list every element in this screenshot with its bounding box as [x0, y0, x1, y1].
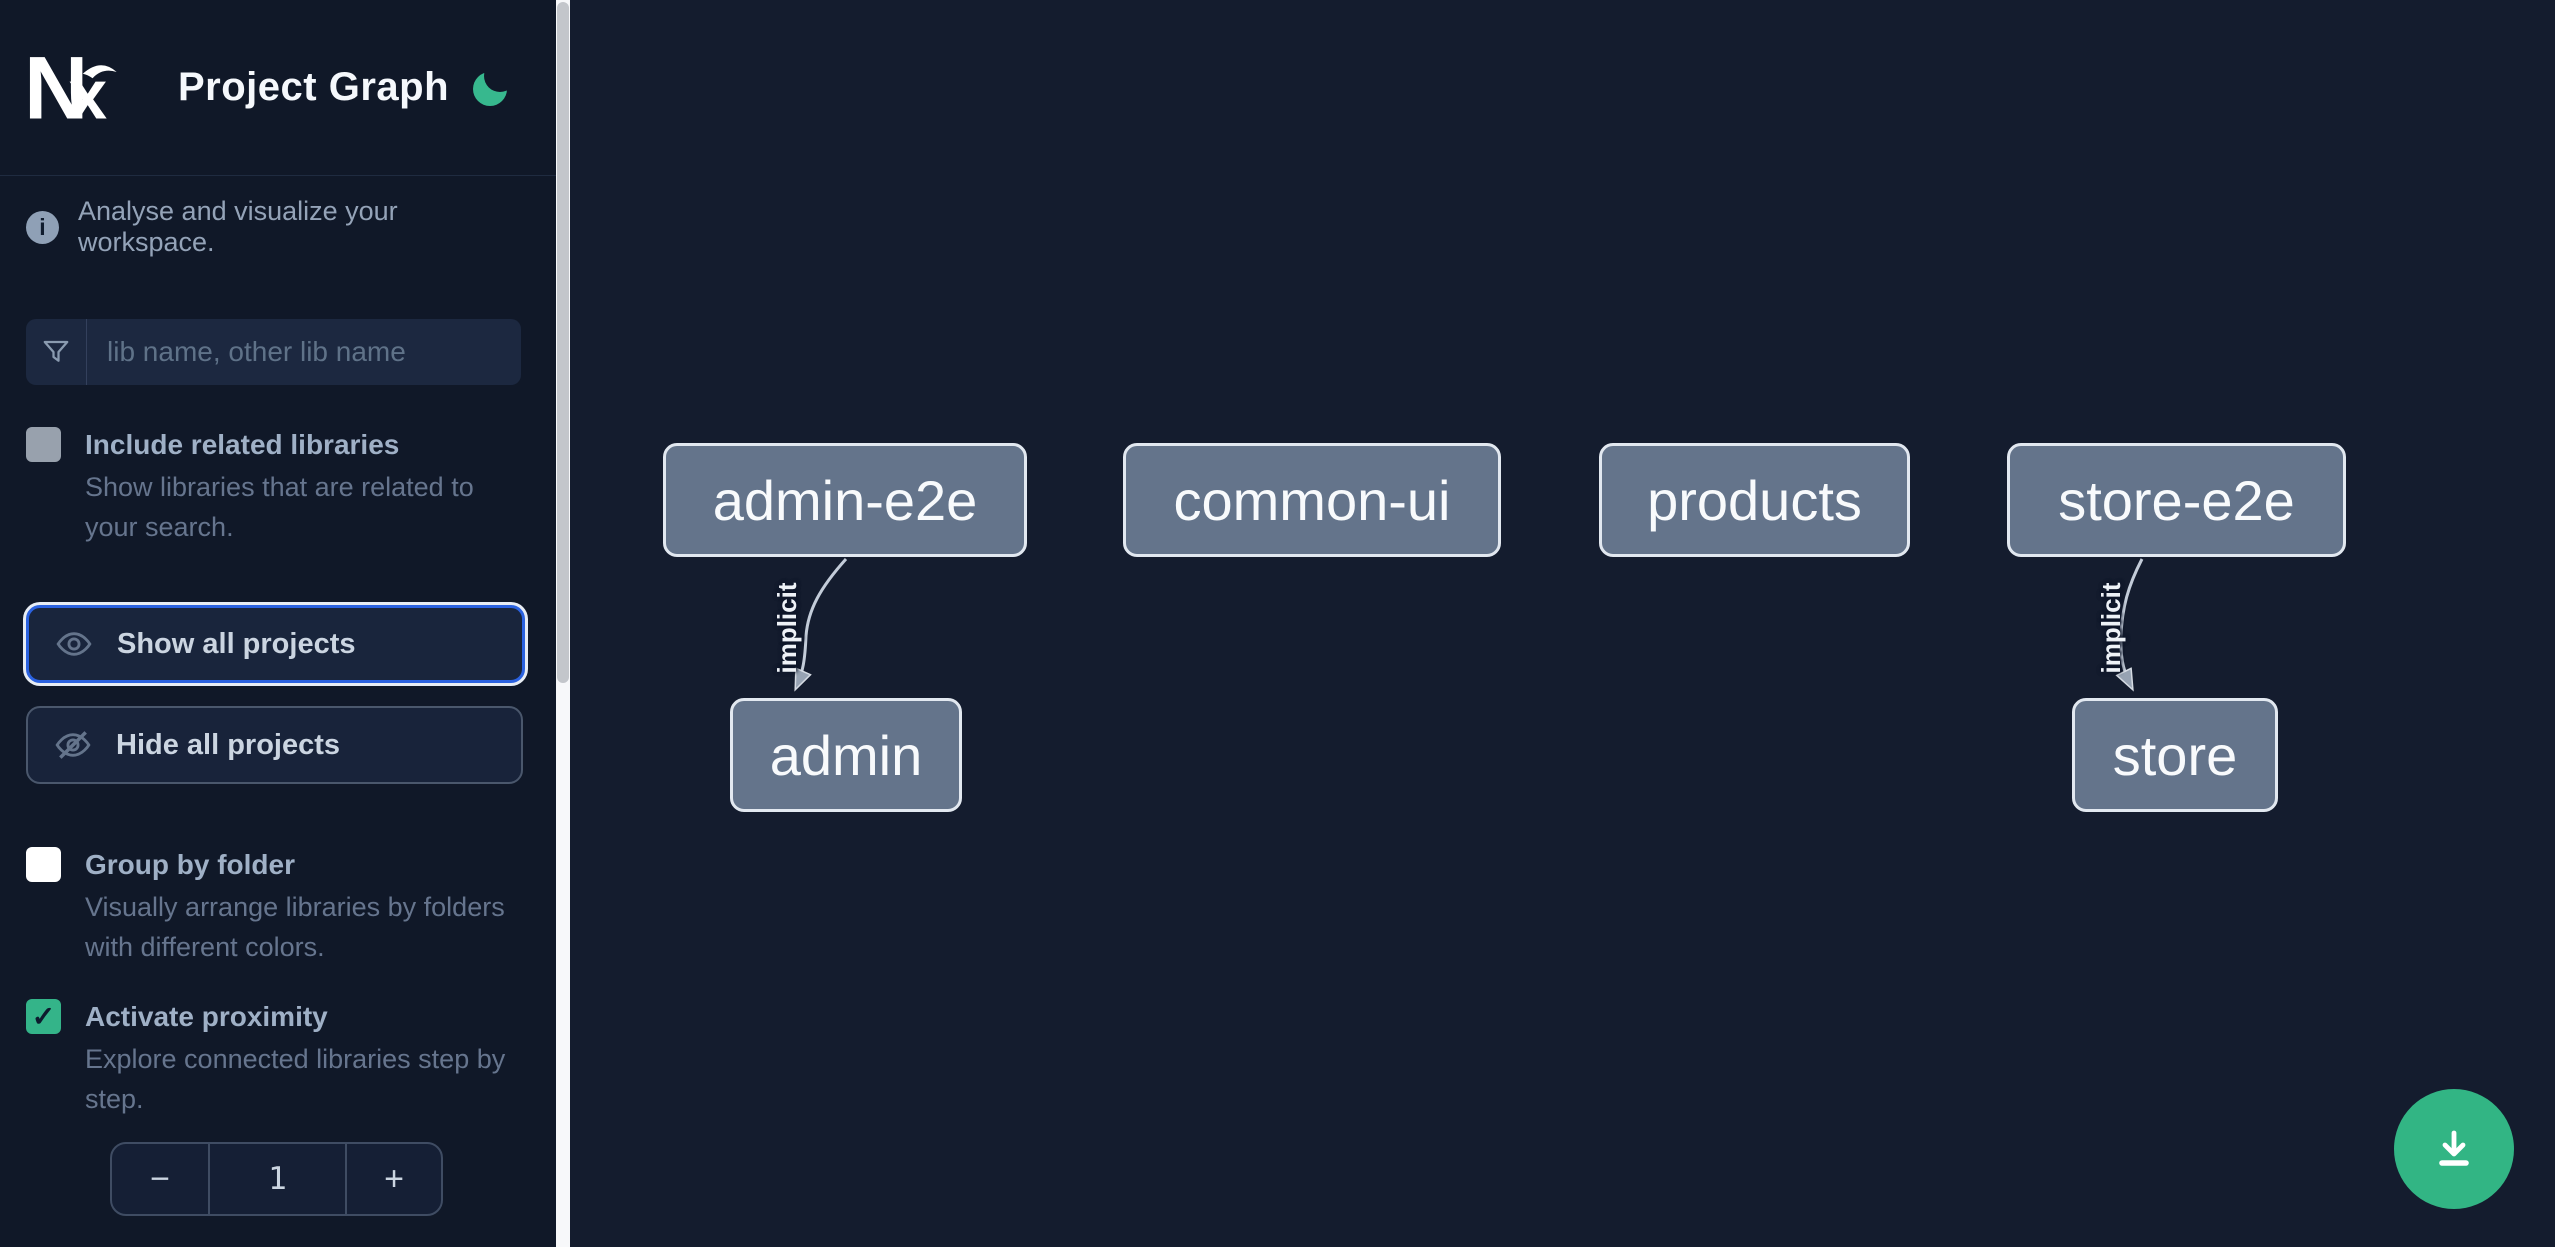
button-label: Hide all projects — [116, 728, 341, 761]
edge-admin-e2e-to-admin — [796, 557, 848, 688]
workspace-tagline: i Analyse and visualize your workspace. — [26, 196, 536, 258]
option-description: Explore connected libraries step by step… — [85, 1044, 506, 1114]
graph-node-common-ui[interactable]: common-ui — [1123, 443, 1501, 557]
edge-store-e2e-to-store — [2121, 558, 2144, 688]
tagline-text: Analyse and visualize your workspace. — [78, 196, 398, 257]
info-icon: i — [26, 210, 59, 244]
eye-icon — [56, 632, 92, 656]
edge-label-implicit: implicit — [772, 582, 802, 674]
option-group-by-folder: Group by folder Visually arrange librari… — [26, 845, 531, 967]
option-label: Activate proximity — [85, 1001, 328, 1032]
group-by-folder-checkbox[interactable] — [26, 847, 61, 882]
sidebar-header: N x Project Graph — [0, 0, 556, 176]
button-label: Show all projects — [117, 627, 356, 660]
proximity-stepper: − 1 + — [110, 1142, 443, 1216]
eye-off-icon — [55, 731, 91, 759]
include-related-checkbox[interactable] — [26, 427, 61, 462]
sidebar: N x Project Graph i Analyse and visualiz… — [0, 0, 570, 1247]
theme-toggle-button[interactable] — [466, 60, 518, 116]
moon-icon — [473, 71, 507, 106]
show-all-projects-button[interactable]: Show all projects — [26, 605, 525, 683]
svg-text:N: N — [24, 47, 88, 129]
graph-canvas[interactable]: implicit implicit admin-e2e common-ui pr… — [570, 0, 2555, 1247]
search-input[interactable] — [87, 319, 521, 385]
search-box — [26, 319, 521, 385]
filter-funnel-icon — [26, 319, 87, 385]
sidebar-scrollbar-track — [556, 0, 570, 1247]
graph-node-admin-e2e[interactable]: admin-e2e — [663, 443, 1027, 557]
graph-node-admin[interactable]: admin — [730, 698, 962, 812]
option-label: Group by folder — [85, 849, 295, 880]
sidebar-scrollbar-thumb[interactable] — [557, 2, 569, 683]
option-description: Visually arrange libraries by folders wi… — [85, 892, 505, 962]
option-description: Show libraries that are related to your … — [85, 472, 474, 542]
activate-proximity-checkbox[interactable] — [26, 999, 61, 1034]
dependency-edges — [570, 557, 2144, 1247]
stepper-value[interactable]: 1 — [208, 1144, 347, 1214]
increment-button[interactable]: + — [347, 1144, 441, 1214]
download-graph-button[interactable] — [2394, 1089, 2514, 1209]
option-label: Include related libraries — [85, 429, 400, 460]
decrement-button[interactable]: − — [112, 1144, 208, 1214]
hide-all-projects-button[interactable]: Hide all projects — [26, 706, 523, 784]
download-icon — [2439, 1130, 2469, 1166]
graph-node-store-e2e[interactable]: store-e2e — [2007, 443, 2346, 557]
option-activate-proximity: Activate proximity Explore connected lib… — [26, 997, 531, 1119]
graph-node-products[interactable]: products — [1599, 443, 1910, 557]
graph-node-store[interactable]: store — [2072, 698, 2278, 812]
option-include-related: Include related libraries Show libraries… — [26, 425, 531, 547]
nx-logo-icon: N x — [24, 47, 117, 129]
page-title: Project Graph — [178, 65, 450, 109]
edge-label-implicit: implicit — [2096, 582, 2126, 674]
